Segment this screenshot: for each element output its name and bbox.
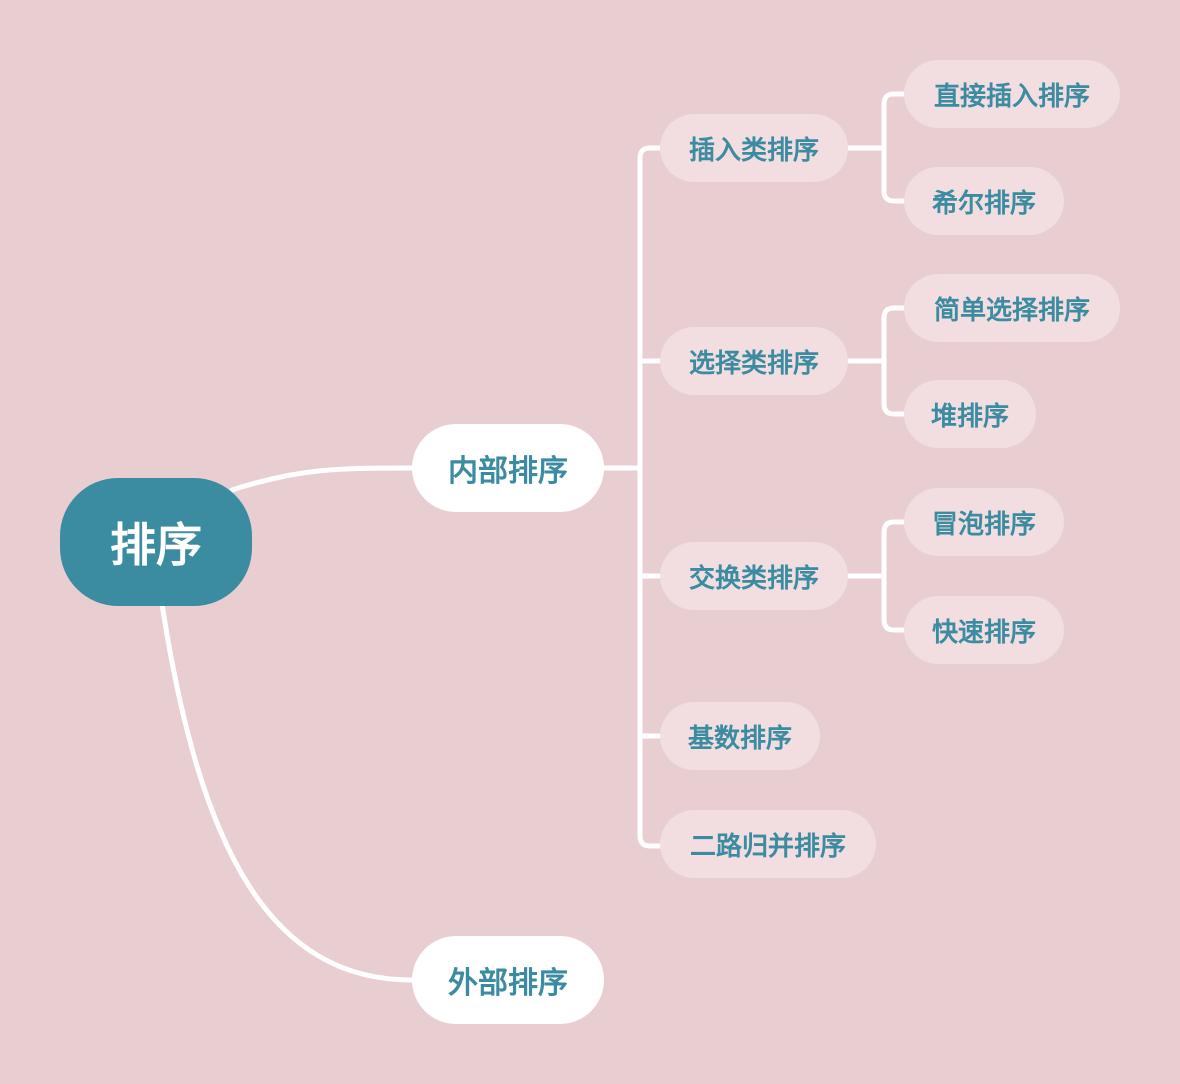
- two-way-merge-sort-node[interactable]: 二路归并排序: [660, 810, 876, 878]
- insertion-sort-category-node[interactable]: 插入类排序: [660, 114, 848, 182]
- selection-sort-category-node[interactable]: 选择类排序: [660, 327, 848, 395]
- heap-sort-node[interactable]: 堆排序: [904, 380, 1036, 448]
- connector-insertion-children: [843, 91, 909, 204]
- root-node[interactable]: 排序: [60, 478, 252, 606]
- exchange-sort-category-node[interactable]: 交换类排序: [660, 542, 848, 610]
- connector-root-internal: [229, 465, 415, 493]
- connector-to-merge: [637, 833, 665, 849]
- straight-insertion-sort-node[interactable]: 直接插入排序: [904, 60, 1120, 128]
- connector-internal-trunk: [601, 155, 643, 839]
- bubble-sort-node[interactable]: 冒泡排序: [904, 488, 1064, 556]
- simple-selection-sort-node[interactable]: 简单选择排序: [904, 274, 1120, 342]
- shell-sort-node[interactable]: 希尔排序: [904, 167, 1064, 235]
- external-sort-node[interactable]: 外部排序: [412, 936, 604, 1024]
- connector-root-external: [159, 601, 415, 983]
- connector-to-insertion: [637, 145, 665, 161]
- quick-sort-node[interactable]: 快速排序: [904, 596, 1064, 664]
- connector-selection-children: [843, 305, 909, 417]
- radix-sort-node[interactable]: 基数排序: [660, 702, 820, 770]
- internal-sort-node[interactable]: 内部排序: [412, 424, 604, 512]
- connector-exchange-children: [843, 519, 909, 633]
